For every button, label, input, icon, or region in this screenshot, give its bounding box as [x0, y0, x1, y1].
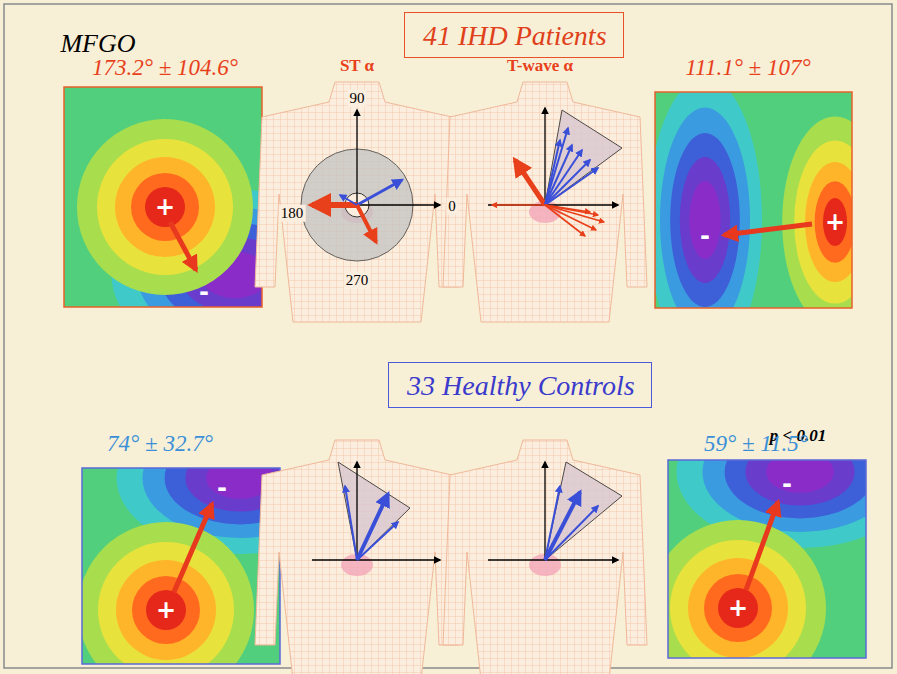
axis-label: 90: [348, 90, 367, 107]
map-border: [64, 87, 262, 307]
vector-arrow: [345, 486, 357, 560]
torso-grid: [443, 82, 647, 322]
vector-arrow: [545, 492, 580, 560]
vector-arrow: [545, 205, 598, 215]
pole-sign: +: [728, 595, 748, 621]
group-box: 33 Healthy Controls: [388, 362, 652, 408]
vector-arrow: [515, 160, 545, 205]
field-map: [82, 468, 280, 664]
pole-sign: -: [199, 279, 209, 305]
pole-sign: -: [700, 223, 710, 249]
field-arrow: [746, 502, 778, 590]
map-border: [82, 468, 280, 664]
slide-title: MFGO: [60, 30, 135, 59]
pole-sign: -: [217, 475, 227, 501]
stat-value: 111.1° ± 107°: [685, 55, 810, 80]
vector-arrow: [312, 202, 357, 208]
torso-grid: [443, 440, 647, 674]
angle-sector: [545, 462, 622, 560]
torso-grid: [255, 440, 459, 674]
vector-arrow: [544, 462, 545, 560]
panel-heading: ST α: [340, 57, 374, 76]
stat-value: 173.2° ± 104.6°: [92, 55, 238, 80]
pole-sign: -: [782, 471, 792, 497]
vector-arrow: [545, 128, 568, 205]
field-arrow: [724, 224, 812, 235]
angle-sector: [338, 462, 410, 560]
torso-grid: [255, 82, 459, 322]
pole-sign: +: [156, 597, 176, 623]
vector-arrow: [488, 559, 618, 560]
vector-arrow: [356, 110, 357, 205]
vector-arrow: [357, 205, 376, 242]
pole-sign: +: [155, 194, 175, 220]
vector-arrow: [357, 180, 402, 205]
vector-arrow: [545, 486, 560, 560]
vector-arrow: [545, 150, 582, 205]
map-border: [655, 92, 852, 308]
vector-arrow: [545, 506, 598, 560]
field-arrow: [174, 504, 212, 592]
vector-arrow: [492, 204, 545, 206]
field-map: [655, 92, 852, 308]
group-heading: 41 IHD Patients: [423, 19, 605, 53]
axis-label: 270: [344, 272, 371, 289]
vector-arrow: [312, 204, 440, 205]
vector-arrow: [356, 462, 357, 560]
vector-arrow: [340, 195, 357, 205]
vector-arrow: [312, 559, 440, 560]
stat-value: 74° ± 32.7°: [107, 431, 213, 456]
vector-arrow: [545, 168, 598, 205]
group-heading: 33 Healthy Controls: [407, 369, 633, 403]
group-box: 41 IHD Patients: [404, 12, 624, 58]
vector-arrow: [357, 494, 388, 560]
pole-sign: +: [825, 209, 845, 235]
angle-sector: [545, 110, 622, 205]
panel-heading: T-wave α: [507, 57, 573, 76]
field-map: [668, 460, 866, 658]
axis-label: 180: [279, 205, 306, 222]
vector-arrow: [357, 522, 398, 560]
vector-arrow: [545, 205, 596, 230]
field-map: [64, 87, 262, 307]
vector-arrow: [544, 108, 545, 205]
vector-arrow: [545, 205, 585, 236]
axis-label: 0: [446, 198, 458, 215]
stat-value: 59° ± 11.5°: [704, 431, 808, 456]
field-arrow: [170, 222, 196, 270]
map-border: [668, 460, 866, 658]
